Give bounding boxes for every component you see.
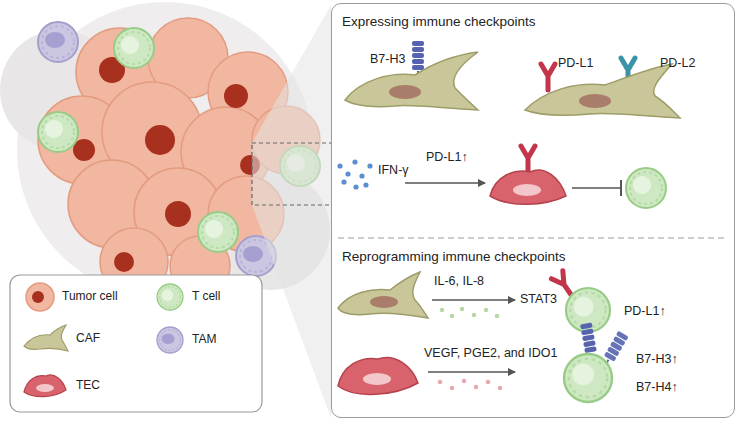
t-cell — [626, 168, 666, 208]
factor-dots — [450, 386, 454, 390]
legend-label: CAF — [76, 332, 100, 346]
legend-box — [24, 375, 66, 397]
t-cell-pdl1 — [551, 271, 610, 332]
cytokine-dots — [440, 307, 499, 318]
section-divider — [338, 237, 728, 238]
caf-b7h3 — [389, 85, 421, 99]
cytokine-dots — [495, 314, 499, 318]
tumor-cluster — [114, 28, 154, 68]
cytokine-dots — [472, 313, 476, 317]
ifn-dots — [363, 182, 368, 187]
legend-label: TEC — [76, 379, 100, 393]
caf-pdl1-pdl2 — [525, 58, 680, 118]
tec-cell — [490, 146, 566, 204]
legend-box — [32, 291, 44, 303]
legend-box — [157, 327, 183, 353]
factor-dots — [486, 380, 490, 384]
tumor-cluster — [145, 125, 175, 155]
legend-box — [10, 275, 262, 412]
t-cell-b7 — [564, 354, 612, 402]
section-heading: Expressing immune checkpoints — [342, 14, 536, 30]
legend-label: Tumor cell — [62, 290, 118, 304]
cell-label: VEGF, PGE2, and IDO1 — [424, 346, 557, 360]
caf-cell — [338, 272, 428, 318]
ifn-dots — [359, 173, 364, 178]
factor-dots — [498, 386, 502, 390]
legend-box — [26, 283, 54, 311]
inhibit-arrow — [572, 187, 620, 189]
factor-dots — [462, 379, 466, 383]
cell-label: PD-L1↑ — [624, 304, 666, 318]
caf-pdl1-pdl2 — [541, 64, 555, 90]
tec-cell — [521, 146, 535, 172]
tec-cell — [338, 358, 418, 395]
ifn-dots — [337, 163, 342, 168]
caf-cell — [370, 296, 398, 308]
tec-cell — [490, 170, 566, 204]
legend-label: TAM — [192, 333, 216, 347]
factor-dots — [438, 379, 502, 390]
cell-label: IL-6, IL-8 — [434, 274, 484, 288]
section-heading: Reprogramming immune checkpoints — [342, 249, 566, 265]
legend-label: T cell — [192, 290, 220, 304]
caf-pdl1-pdl2 — [579, 94, 611, 108]
cell-label: PD-L2 — [660, 56, 695, 70]
ifn-dots — [353, 184, 358, 189]
cell-label: STAT3 — [520, 292, 557, 306]
t-cell-b7 — [564, 322, 629, 402]
caf-cell — [338, 272, 428, 318]
factor-dots — [438, 380, 442, 384]
tec-cell — [363, 373, 391, 385]
caf-b7h3 — [345, 41, 478, 110]
tumor-cluster — [38, 22, 78, 62]
tumor-cluster — [38, 112, 78, 152]
panel-fill — [331, 3, 735, 418]
caf-b7h3 — [345, 52, 478, 110]
inhibit-arrow — [572, 180, 621, 196]
tumor-cluster — [114, 252, 134, 272]
cytokine-dots — [484, 308, 488, 312]
cell-label: IFN-γ — [378, 163, 409, 177]
zoom-box — [252, 143, 340, 205]
cytokine-dots — [460, 307, 464, 311]
zoom-cone — [252, 5, 331, 418]
caf-pdl1-pdl2 — [525, 64, 680, 118]
cell-label: PD-L1↑ — [426, 150, 468, 164]
tec-cell — [513, 184, 541, 196]
tumor-cluster — [165, 201, 191, 227]
factor-dots — [474, 385, 478, 389]
legend-box — [157, 284, 183, 310]
legend-box — [10, 275, 262, 412]
cell-label: B7-H4↑ — [636, 380, 678, 394]
cytokine-dots — [440, 308, 444, 312]
arrow — [428, 371, 515, 373]
legend-box — [24, 325, 68, 351]
ifn-dots — [337, 159, 372, 189]
ifn-dots — [367, 163, 372, 168]
ifn-dots — [352, 159, 357, 164]
cytokine-dots — [450, 314, 454, 318]
ifn-dots — [341, 179, 346, 184]
cell-label: PD-L1 — [558, 56, 593, 70]
legend-box — [36, 384, 54, 392]
cell-label: B7-H3 — [370, 52, 405, 66]
arrow — [432, 299, 515, 301]
cell-label: B7-H3↑ — [636, 352, 678, 366]
ifn-dots — [345, 171, 350, 176]
tumor-cluster — [73, 57, 260, 272]
tumor-cluster — [198, 212, 238, 252]
arrow — [405, 182, 485, 184]
inhibit-arrow — [620, 180, 622, 196]
tumor-cluster — [224, 84, 248, 108]
tec-cell — [338, 358, 418, 395]
